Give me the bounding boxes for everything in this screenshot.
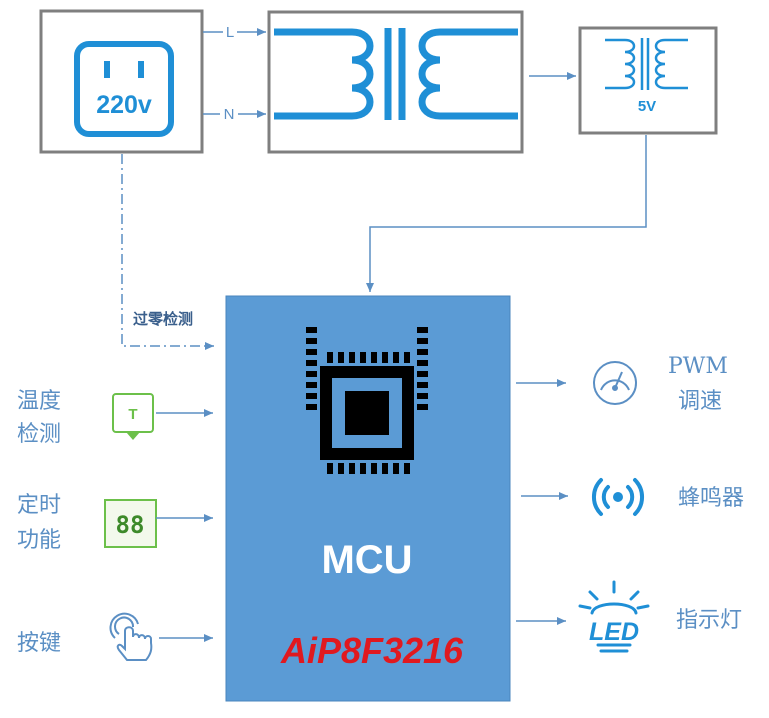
supply-to-mcu-arrow <box>366 135 647 292</box>
socket-icon <box>74 41 174 137</box>
chip-pin <box>338 352 344 363</box>
button-input: 按键 <box>17 612 213 661</box>
zero-cross-line <box>121 154 214 350</box>
power-socket-block: 220v <box>39 9 204 154</box>
isolation-transformer-block <box>267 10 524 154</box>
chip-icon <box>306 327 428 474</box>
chip-pin <box>393 352 399 363</box>
pwm-label-line2: 调速 <box>678 389 722 414</box>
5v-label: 5V <box>638 98 656 115</box>
neutral-label: N <box>224 106 235 123</box>
line-label: L <box>226 24 234 41</box>
buzzer-label: 蜂鸣器 <box>678 486 744 511</box>
svg-text:88: 88 <box>116 511 145 539</box>
chip-pin <box>306 393 317 399</box>
chip-pin <box>306 371 317 377</box>
touch-hand-icon <box>109 612 153 661</box>
chip-pin <box>360 352 366 363</box>
timer-label-line1: 定时 <box>17 493 61 518</box>
buzzer-output: 蜂鸣器 <box>521 478 744 516</box>
led-icon: LED <box>578 580 650 653</box>
temperature-label-line2: 检测 <box>17 422 61 447</box>
svg-text:LED: LED <box>589 618 639 646</box>
chip-pin <box>327 463 333 474</box>
chip-pin <box>417 393 428 399</box>
chip-pin <box>417 360 428 366</box>
chip-pin <box>371 463 377 474</box>
chip-pin <box>306 404 317 410</box>
chip-pin <box>404 463 410 474</box>
seven-segment-display-icon: 88 <box>104 499 157 548</box>
button-label: 按键 <box>17 631 61 656</box>
chip-pin <box>349 352 355 363</box>
5v-supply-block: 5V <box>578 26 718 135</box>
chip-pin <box>371 352 377 363</box>
chip-pin <box>306 338 317 344</box>
chip-pin <box>417 371 428 377</box>
chip-pin <box>417 382 428 388</box>
chip-pin <box>417 349 428 355</box>
line-connection: L <box>203 24 266 41</box>
buzzer-wave-icon <box>591 478 645 516</box>
pwm-label-line1: PWM <box>668 354 728 379</box>
zero-cross-label: 过零检测 <box>133 310 193 328</box>
chip-pin <box>393 463 399 474</box>
led-output: LED 指示灯 <box>516 580 742 653</box>
chip-pin <box>306 327 317 333</box>
chip-pin <box>404 352 410 363</box>
mcu-title: MCU <box>321 538 412 582</box>
chip-pin <box>306 349 317 355</box>
thermometer-tag-icon: T <box>112 393 154 440</box>
chip-pin <box>382 352 388 363</box>
chip-pin <box>327 352 333 363</box>
chip-pin <box>417 327 428 333</box>
temperature-input: 温度 检测 T <box>17 389 213 447</box>
timer-label-line2: 功能 <box>17 528 61 553</box>
transformer-icon <box>274 28 518 120</box>
chip-pin <box>360 463 366 474</box>
temperature-label-line1: 温度 <box>17 389 61 414</box>
chip-pin <box>306 360 317 366</box>
mcu-block: MCU AiP8F3216 <box>225 295 511 702</box>
mcu-part-number: AiP8F3216 <box>280 630 464 671</box>
led-label: 指示灯 <box>676 608 742 633</box>
chip-pin <box>382 463 388 474</box>
chip-pin <box>349 463 355 474</box>
chip-pin <box>306 382 317 388</box>
socket-voltage-label: 220v <box>96 91 152 119</box>
step-down-transformer-icon <box>605 38 688 90</box>
pwm-output: PWM 调速 <box>516 354 728 414</box>
chip-pin <box>338 463 344 474</box>
chip-pin <box>417 338 428 344</box>
timer-input: 定时 功能 88 <box>17 493 213 553</box>
chip-pin <box>417 404 428 410</box>
gauge-icon <box>593 361 637 405</box>
neutral-connection: N <box>203 106 266 123</box>
svg-text:T: T <box>128 406 137 423</box>
